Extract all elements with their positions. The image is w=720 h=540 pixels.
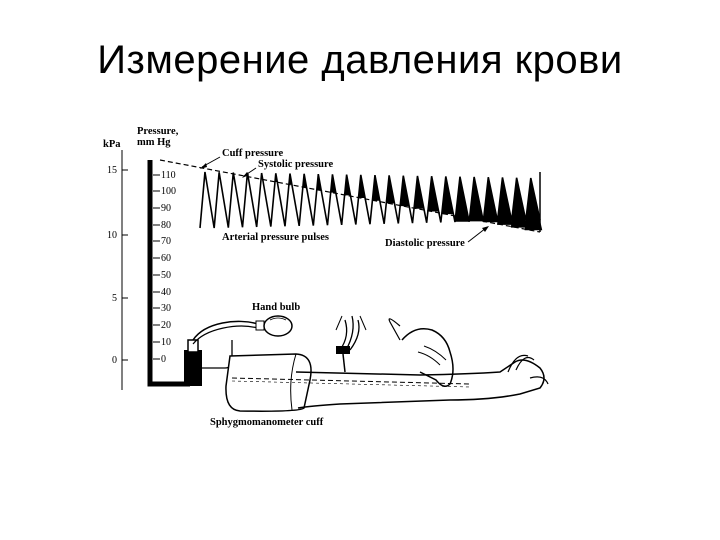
- slide-title: Измерение давления крови: [97, 38, 623, 82]
- pulse-full-fill: [455, 176, 470, 222]
- mercury-reservoir: [184, 350, 202, 386]
- kpa-unit-label: kPa: [103, 139, 121, 150]
- mmhg-tick-label: 10: [161, 337, 171, 348]
- examiner-hand: [401, 328, 454, 387]
- pulse-peak-fill: [413, 175, 424, 209]
- systolic-pressure-label: Systolic pressure: [258, 159, 333, 170]
- pulse-peak-fill: [400, 175, 410, 207]
- arm-illustration: [231, 315, 549, 409]
- mmhg-tick-label: 30: [161, 303, 171, 314]
- mmhg-axis: 110 100 90 80 70 60 50 40 30 20 10 0: [153, 170, 176, 365]
- diastolic-pressure-label: Diastolic pressure: [385, 238, 465, 249]
- mmhg-tick-label: 0: [161, 354, 166, 365]
- pulse-peak-fill: [344, 174, 351, 196]
- cuff-label: Sphygmomanometer cuff: [210, 417, 324, 428]
- mmhg-tick-label: 80: [161, 220, 171, 231]
- pulse-peak-fill: [316, 174, 322, 190]
- mmhg-unit-label-1: Pressure,: [137, 126, 179, 137]
- mmhg-tick-label: 90: [161, 203, 171, 214]
- pulse-full-fill: [483, 177, 498, 222]
- mmhg-tick-label: 100: [161, 186, 176, 197]
- pulse-peak-fill: [372, 175, 380, 201]
- pulse-full-fill: [525, 178, 540, 220]
- pulse-peak-fill: [427, 176, 439, 212]
- hand-bulb: Hand bulb: [192, 302, 300, 345]
- stethoscope-icon: [335, 315, 367, 373]
- pulse-full-fill: [469, 176, 484, 222]
- pulse-peak-fill: [274, 173, 278, 182]
- mmhg-tick-label: 110: [161, 170, 176, 181]
- mmhg-unit-label-2: mm Hg: [137, 137, 171, 148]
- kpa-tick-label: 15: [107, 165, 117, 176]
- pulse-peak-fill: [386, 175, 395, 204]
- pulse-full-fill: [497, 177, 512, 221]
- bulb-icon: [263, 315, 293, 337]
- mmhg-tick-label: 50: [161, 270, 171, 281]
- kpa-tick-label: 5: [112, 293, 117, 304]
- mmhg-tick-label: 20: [161, 320, 171, 331]
- arterial-pulses-label: Arterial pressure pulses: [222, 232, 329, 243]
- mmhg-tick-label: 70: [161, 236, 171, 247]
- diastolic-pressure-arrow: [467, 227, 487, 243]
- kpa-axis: kPa 15 10 5 0: [103, 139, 128, 390]
- pulse-peak-fill: [302, 173, 307, 188]
- pulse-peak-fill: [441, 176, 454, 215]
- pulse-peak-fill: [358, 174, 366, 199]
- pulse-peak-fill: [330, 174, 336, 193]
- kpa-tick-label: 0: [112, 355, 117, 366]
- arterial-pressure-pulses: [199, 171, 543, 232]
- cuff-pressure-label: Cuff pressure: [222, 148, 283, 159]
- hand-bulb-label: Hand bulb: [252, 302, 300, 313]
- kpa-tick-label: 10: [107, 230, 117, 241]
- mmhg-tick-label: 60: [161, 253, 171, 264]
- pulse-peak-fill: [288, 173, 292, 185]
- mmhg-tick-label: 40: [161, 287, 171, 298]
- sphygmomanometer-cuff: Sphygmomanometer cuff: [210, 353, 324, 428]
- pulse-full-fill: [511, 177, 526, 221]
- pulse-peak-fill: [261, 173, 263, 180]
- mercury-manometer: [147, 160, 202, 387]
